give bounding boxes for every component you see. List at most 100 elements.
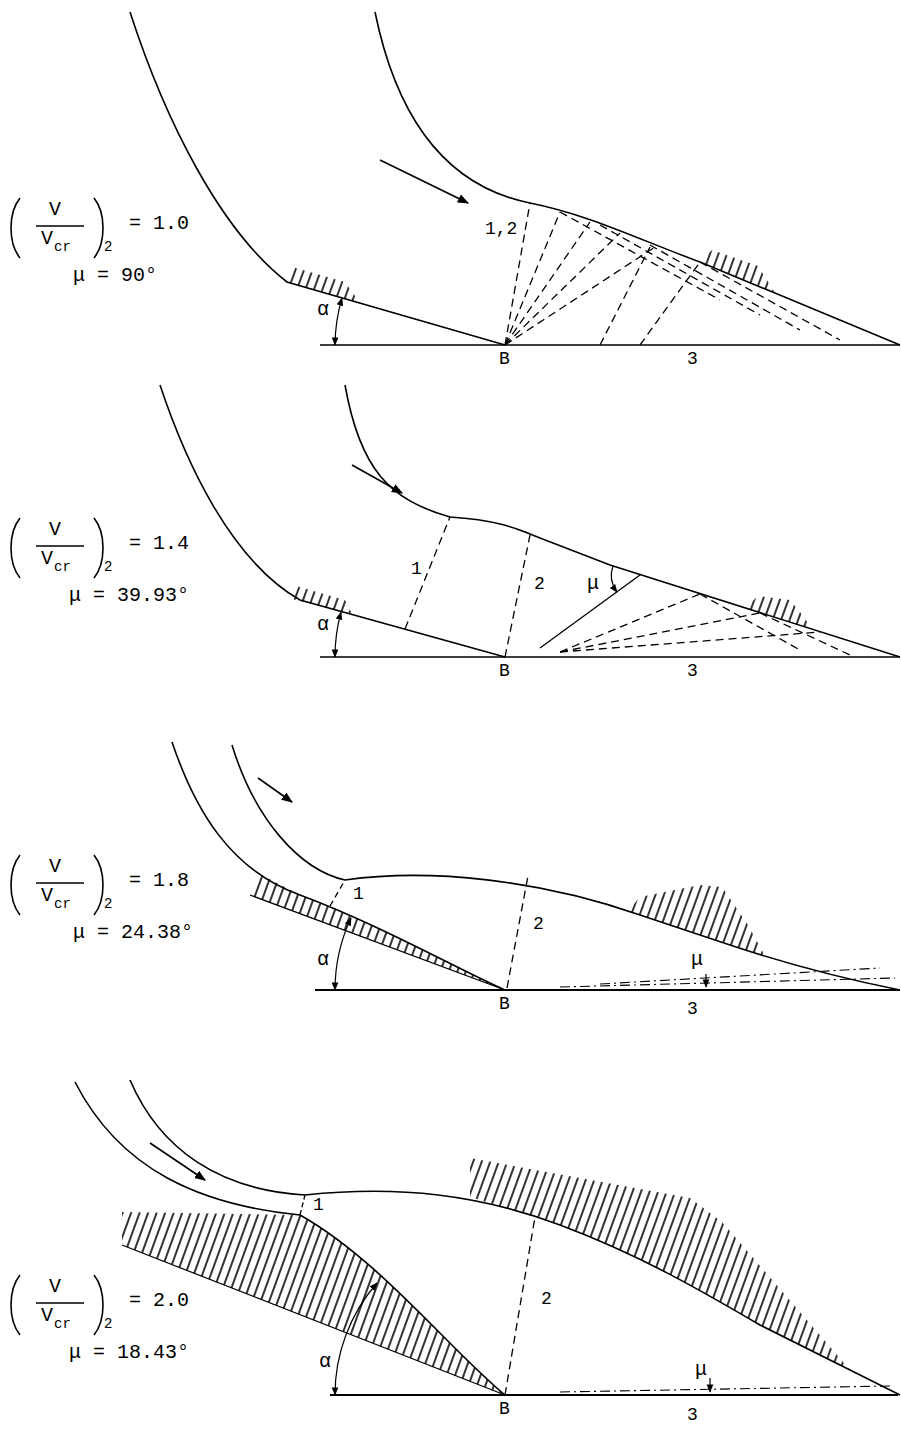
point-label: B bbox=[498, 995, 511, 1013]
fraction-numerator: V bbox=[48, 1277, 62, 1297]
fraction-bar bbox=[36, 882, 84, 884]
angle-label: α bbox=[316, 950, 330, 970]
mach-angle-value: μ = 90° bbox=[72, 266, 158, 286]
fraction-bar bbox=[36, 545, 84, 547]
wall-edge bbox=[122, 1245, 505, 1395]
region-label: 3 bbox=[686, 662, 699, 680]
section-line bbox=[405, 517, 450, 629]
mach-line bbox=[540, 575, 640, 648]
section-label: 1 bbox=[352, 885, 365, 903]
point-label: B bbox=[498, 1400, 511, 1418]
section-label: 1,2 bbox=[484, 220, 518, 238]
subscript: 2 bbox=[103, 897, 113, 911]
panel-three bbox=[11, 742, 900, 990]
angle-arc bbox=[335, 1283, 377, 1395]
section-label: 2 bbox=[533, 575, 546, 593]
subscript: 2 bbox=[103, 560, 113, 574]
subscript: cr bbox=[53, 240, 72, 254]
ratio-value: = 2.0 bbox=[128, 1291, 190, 1311]
jet-boundary bbox=[130, 1080, 900, 1395]
wall-streamline bbox=[160, 385, 505, 657]
axis-line bbox=[330, 1394, 898, 1396]
jet-boundary bbox=[375, 12, 900, 345]
point-label: B bbox=[498, 662, 511, 680]
mach-angle-value: μ = 24.38° bbox=[72, 923, 194, 943]
paren bbox=[94, 1275, 103, 1335]
subscript: cr bbox=[53, 560, 72, 574]
fraction-denominator: V bbox=[40, 229, 54, 249]
fraction-numerator: V bbox=[48, 200, 62, 220]
paren bbox=[11, 855, 20, 915]
angle-label: μ bbox=[694, 1360, 708, 1380]
wall-streamline bbox=[130, 12, 505, 345]
wall-hatch bbox=[288, 586, 352, 614]
region-label: 3 bbox=[686, 1000, 699, 1018]
section-label: 1 bbox=[312, 1196, 325, 1214]
region-label: 3 bbox=[686, 350, 699, 368]
flow-arrow bbox=[150, 1143, 205, 1180]
fraction-denominator: V bbox=[40, 549, 54, 569]
panel-two bbox=[11, 385, 900, 657]
section-line bbox=[505, 1217, 535, 1395]
section-line bbox=[507, 876, 528, 988]
fraction-numerator: V bbox=[48, 857, 62, 877]
angle-label: α bbox=[316, 300, 330, 320]
fraction-denominator: V bbox=[40, 886, 54, 906]
wall-hatch bbox=[250, 875, 505, 990]
region-label: 3 bbox=[686, 1406, 699, 1424]
fraction-denominator: V bbox=[40, 1306, 54, 1326]
angle-arc bbox=[335, 298, 342, 345]
fraction-bar bbox=[36, 1302, 84, 1304]
mach-angle-arrow bbox=[709, 1378, 710, 1392]
subscript: 2 bbox=[103, 1317, 113, 1331]
mach-angle-value: μ = 39.93° bbox=[68, 586, 190, 606]
section-line bbox=[330, 880, 345, 906]
fraction-numerator: V bbox=[48, 520, 62, 540]
wall-streamline bbox=[172, 742, 505, 990]
section-label: 2 bbox=[532, 915, 545, 933]
section-line bbox=[505, 535, 530, 657]
angle-arc bbox=[335, 612, 341, 657]
paren bbox=[11, 1275, 20, 1335]
angle-arc bbox=[335, 918, 351, 990]
subscript: cr bbox=[53, 1317, 72, 1331]
jet-hatch bbox=[745, 596, 812, 629]
panel-four bbox=[11, 1080, 900, 1395]
section-label: 1 bbox=[410, 560, 423, 578]
flow-arrow bbox=[352, 465, 402, 493]
angle-label: α bbox=[316, 615, 330, 635]
panel-one bbox=[11, 12, 900, 345]
subscript: 2 bbox=[103, 240, 113, 254]
wall-edge bbox=[250, 895, 505, 990]
jet-hatch bbox=[700, 250, 775, 293]
paren bbox=[94, 198, 103, 258]
subscript: cr bbox=[53, 897, 72, 911]
axis-line bbox=[320, 344, 900, 346]
ratio-value: = 1.4 bbox=[128, 534, 190, 554]
paren bbox=[11, 518, 20, 578]
angle-label: μ bbox=[690, 950, 704, 970]
paren bbox=[94, 518, 103, 578]
expansion-fan bbox=[560, 594, 850, 655]
mach-lines bbox=[560, 968, 895, 987]
wall-hatch bbox=[122, 1212, 505, 1395]
angle-label: μ bbox=[586, 574, 600, 594]
point-label: B bbox=[498, 350, 511, 368]
mach-lines bbox=[560, 1386, 890, 1392]
section-label: 2 bbox=[540, 1290, 553, 1308]
expansion-fan bbox=[505, 203, 840, 345]
section-line bbox=[300, 1195, 305, 1215]
flow-arrow bbox=[380, 160, 468, 203]
angle-label: α bbox=[318, 1352, 332, 1372]
mach-angle-arc bbox=[611, 566, 617, 592]
jet-hatch bbox=[628, 885, 765, 956]
axis-line bbox=[320, 656, 900, 658]
wall-hatch bbox=[287, 267, 360, 303]
jet-boundary bbox=[345, 385, 900, 657]
ratio-value: = 1.8 bbox=[128, 871, 190, 891]
paren bbox=[11, 198, 20, 258]
ratio-value: = 1.0 bbox=[128, 214, 190, 234]
fraction-bar bbox=[36, 225, 84, 227]
mach-angle-value: μ = 18.43° bbox=[68, 1343, 190, 1363]
